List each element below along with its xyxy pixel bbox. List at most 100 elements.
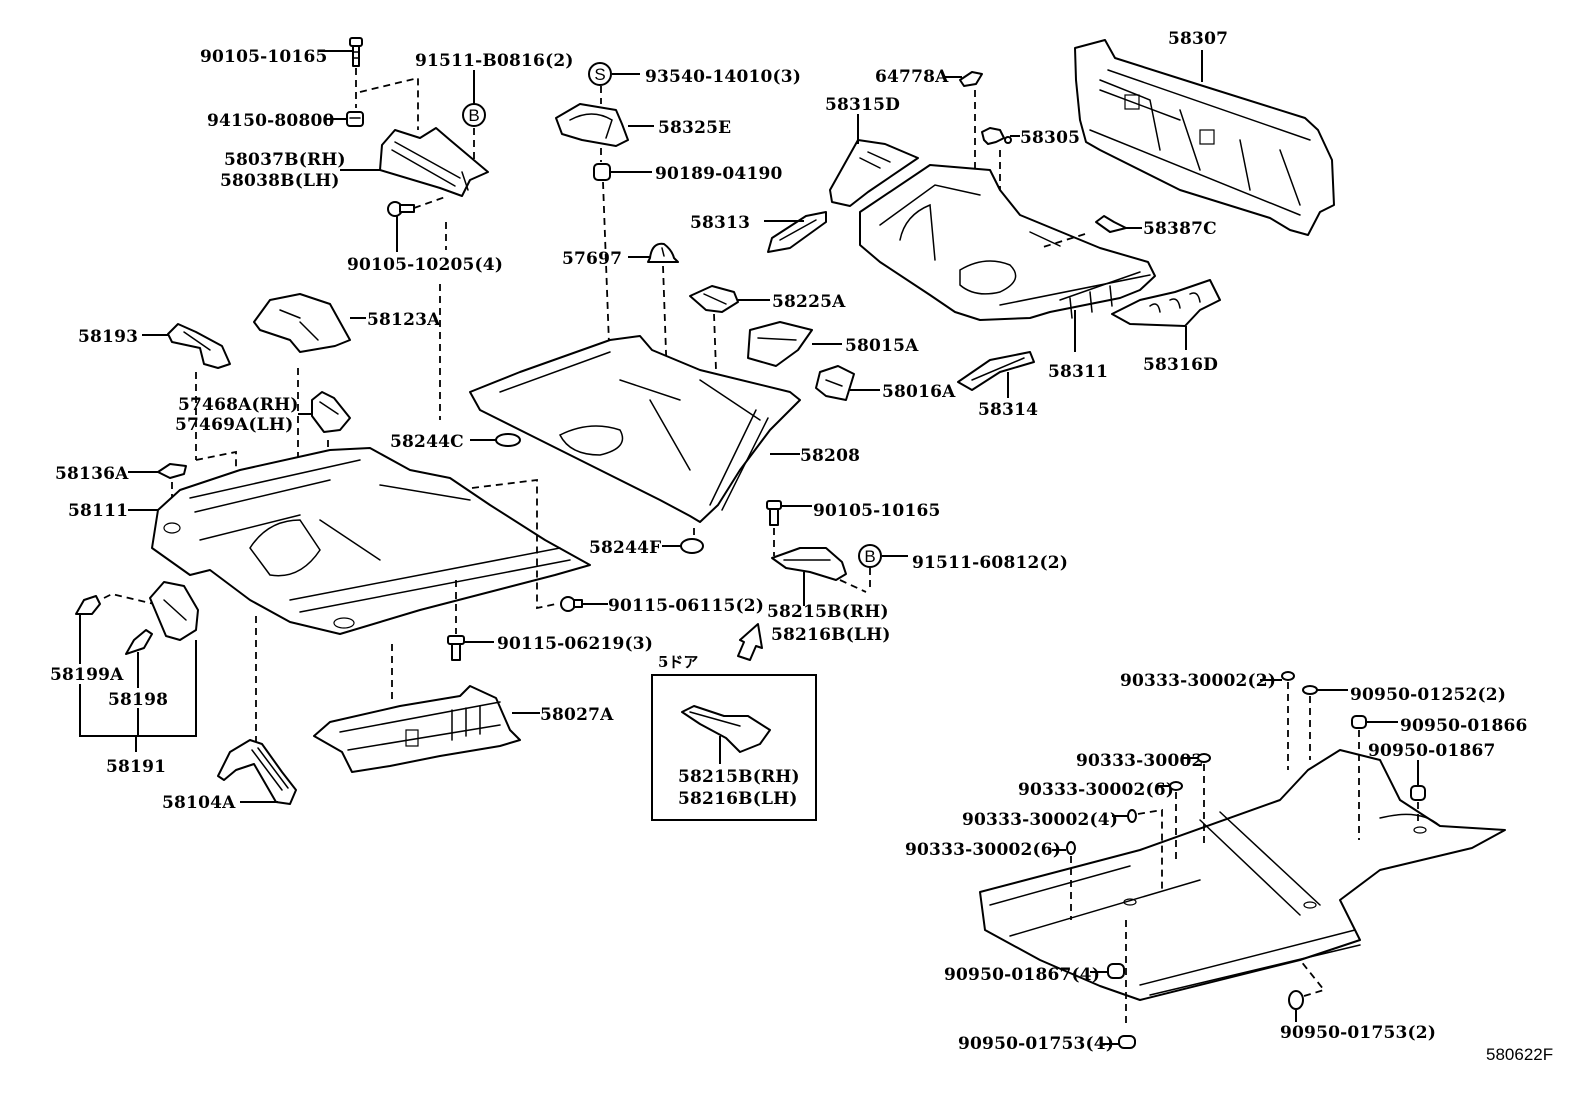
part-label-58307[interactable]: 58307 (1168, 29, 1228, 49)
part-label-58111[interactable]: 58111 (68, 501, 128, 521)
rear-floor-58311-part[interactable] (859, 164, 1156, 321)
part-label-58038B[interactable]: 58038B(LH) (220, 171, 340, 191)
part-label-58027A[interactable]: 58027A (540, 705, 614, 725)
bracket-58015a-part[interactable] (747, 321, 813, 367)
part-label-90950-01753-4[interactable]: 90950-01753(4) (958, 1034, 1114, 1054)
part-label-90333-30002[interactable]: 90333-30002 (1076, 751, 1204, 771)
part-label-58387C[interactable]: 58387C (1143, 219, 1217, 239)
part-label-90115-06115[interactable]: 90115-06115(2) (608, 596, 764, 616)
part-label-91511-B0816[interactable]: 91511-B0816(2) (415, 51, 574, 71)
rear-panel-58307-part[interactable] (1074, 39, 1335, 236)
center-floor-58208-part[interactable] (469, 335, 801, 523)
part-label-90105-10205[interactable]: 90105-10205(4) (347, 255, 503, 275)
plug-icon[interactable] (1066, 841, 1076, 855)
part-label-58314[interactable]: 58314 (978, 400, 1038, 420)
part-label-58313[interactable]: 58313 (690, 213, 750, 233)
inset-label-58216B[interactable]: 58216B(LH) (678, 789, 798, 809)
plug-icon[interactable] (1351, 715, 1367, 729)
part-label-91511-60812[interactable]: 91511-60812(2) (912, 553, 1068, 573)
part-label-58208[interactable]: 58208 (800, 446, 860, 466)
bracket-58037b-part[interactable] (379, 127, 489, 197)
part-label-57469A[interactable]: 57469A(LH) (175, 415, 293, 435)
part-label-90333-30002-6a[interactable]: 90333-30002(6) (1018, 780, 1174, 800)
pad-58244c-part[interactable] (495, 433, 521, 447)
part-label-58198[interactable]: 58198 (108, 690, 168, 710)
plug-icon[interactable] (1410, 785, 1426, 801)
part-label-58216B[interactable]: 58216B(LH) (771, 625, 891, 645)
cover-58191-part[interactable] (149, 581, 199, 641)
bracket-58193-part[interactable] (167, 323, 231, 369)
part-label-58244C[interactable]: 58244C (390, 432, 464, 452)
clip-58136a-part[interactable] (157, 463, 187, 479)
cover-58325e-part[interactable] (555, 103, 629, 147)
member-58313-part[interactable] (767, 211, 827, 253)
grommet-57697-part[interactable] (647, 242, 679, 263)
bolt-icon[interactable] (560, 596, 583, 612)
plug-icon[interactable] (1197, 753, 1211, 763)
plug-icon[interactable] (1118, 1035, 1136, 1049)
nut-icon[interactable] (346, 111, 364, 127)
part-label-58215B[interactable]: 58215B(RH) (767, 602, 889, 622)
bracket-58104a-part[interactable] (217, 739, 297, 805)
pad-58244f-part[interactable] (680, 538, 704, 554)
member-58316d-part[interactable] (1111, 279, 1221, 327)
bolt-icon[interactable] (447, 635, 465, 661)
part-label-90115-06219[interactable]: 90115-06219(3) (497, 634, 653, 654)
bracket-58215b-part[interactable] (771, 547, 847, 581)
bracket-58225a-part[interactable] (689, 285, 739, 313)
plug-icon[interactable] (1302, 685, 1318, 695)
plug-icon[interactable] (1107, 963, 1125, 979)
bracket-58387c-part[interactable] (1095, 215, 1127, 233)
part-label-58136A[interactable]: 58136A (55, 464, 129, 484)
part-label-58305[interactable]: 58305 (1020, 128, 1080, 148)
member-58315d-part[interactable] (829, 139, 919, 207)
part-label-93540-14010[interactable]: 93540-14010(3) (645, 67, 801, 87)
part-label-58104A[interactable]: 58104A (162, 793, 236, 813)
bracket-57468a-part[interactable] (311, 391, 351, 433)
bolt-icon[interactable] (766, 500, 782, 526)
bracket-58016a-part[interactable] (815, 365, 855, 401)
part-label-58193[interactable]: 58193 (78, 327, 138, 347)
part-label-90189-04190[interactable]: 90189-04190 (655, 164, 783, 184)
clip-icon[interactable] (593, 163, 611, 181)
part-label-90333-30002-4[interactable]: 90333-30002(4) (962, 810, 1118, 830)
part-label-58315D[interactable]: 58315D (825, 95, 900, 115)
part-label-57468A[interactable]: 57468A(RH) (178, 395, 299, 415)
bracket-58305-part[interactable] (981, 127, 1012, 145)
part-label-58191[interactable]: 58191 (106, 757, 166, 777)
part-label-58199A[interactable]: 58199A (50, 665, 124, 685)
part-label-64778A[interactable]: 64778A (875, 67, 949, 87)
plug-64778a-part[interactable] (959, 71, 983, 87)
part-label-90105-10165-mid[interactable]: 90105-10165 (813, 501, 941, 521)
front-floor-58111-part[interactable] (151, 447, 591, 635)
part-label-90950-01252[interactable]: 90950-01252(2) (1350, 685, 1506, 705)
part-label-90105-10165[interactable]: 90105-10165 (200, 47, 328, 67)
part-label-58016A[interactable]: 58016A (882, 382, 956, 402)
floor-underside-part[interactable] (979, 749, 1506, 1001)
part-label-58225A[interactable]: 58225A (772, 292, 846, 312)
part-label-90950-01753-2[interactable]: 90950-01753(2) (1280, 1023, 1436, 1043)
part-label-58015A[interactable]: 58015A (845, 336, 919, 356)
bolt-icon[interactable] (349, 37, 363, 67)
part-label-58316D[interactable]: 58316D (1143, 355, 1218, 375)
plug-icon[interactable] (1127, 809, 1137, 823)
part-label-90333-30002-2[interactable]: 90333-30002(2) (1120, 671, 1276, 691)
part-label-90333-30002-6b[interactable]: 90333-30002(6) (905, 840, 1061, 860)
plug-icon[interactable] (1281, 671, 1295, 681)
part-label-94150-80800[interactable]: 94150-80800 (207, 111, 335, 131)
part-label-90950-01867[interactable]: 90950-01867 (1368, 741, 1496, 761)
part-label-58244F[interactable]: 58244F (589, 538, 661, 558)
part-label-58325E[interactable]: 58325E (658, 118, 731, 138)
part-label-58037B[interactable]: 58037B(RH) (224, 150, 346, 170)
plug-icon[interactable] (1288, 990, 1304, 1010)
tunnel-58027a-part[interactable] (313, 685, 521, 773)
bracket-58215b-inset-part[interactable] (681, 705, 771, 753)
bracket-58123a-part[interactable] (253, 293, 351, 353)
part-label-58311[interactable]: 58311 (1048, 362, 1108, 382)
member-58314-part[interactable] (957, 351, 1035, 391)
inset-label-58215B[interactable]: 58215B(RH) (678, 767, 800, 787)
clip-58198-part[interactable] (125, 629, 153, 655)
plug-icon[interactable] (1169, 781, 1183, 791)
part-label-90950-01866[interactable]: 90950-01866 (1400, 716, 1528, 736)
bolt-icon[interactable] (387, 201, 415, 217)
